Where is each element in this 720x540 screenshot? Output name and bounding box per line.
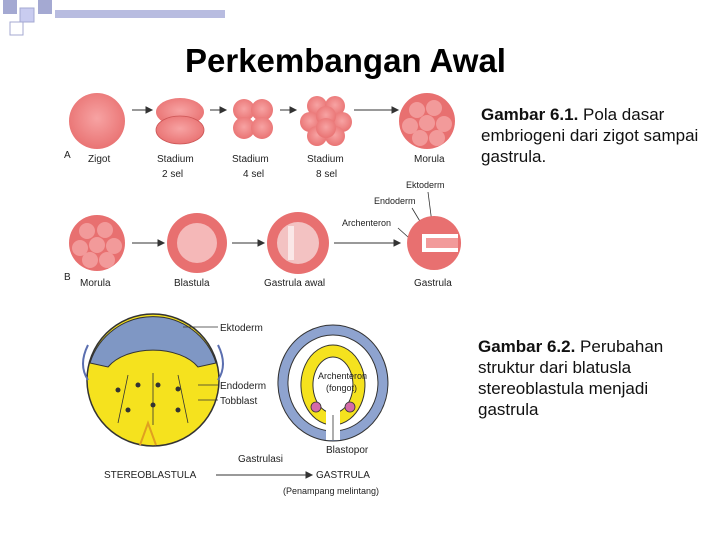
stereoblastula-drawing: [82, 313, 224, 447]
stage-label-zigot: Zigot: [88, 154, 110, 165]
corner-squares-decoration: [3, 0, 225, 36]
caption-figure-6-1: Gambar 6.1. Pola dasar embriogeni dari z…: [481, 104, 711, 167]
label-archenteron-sub: (fongot): [326, 383, 357, 393]
stadium-4-cell: [233, 99, 273, 139]
label-archenteron: Archenteron: [318, 371, 367, 381]
label-blastopor: Blastopor: [326, 445, 369, 456]
callout-ektoderm: Ektoderm: [406, 180, 445, 190]
stage-label-2: Stadium: [157, 154, 194, 165]
stage-label-blastula: Blastula: [174, 278, 210, 289]
stage-sub-4: 4 sel: [243, 169, 264, 180]
stage-label-morula-a: Morula: [414, 154, 445, 165]
label-gastrula-sub: (Penampang melintang): [283, 486, 379, 496]
zigot-cell: [69, 93, 125, 149]
gastrula-drawing: [277, 324, 389, 442]
blastula-cell: [167, 213, 227, 273]
gastrulation-figure: Ektoderm Endoderm Tobblast Gastrulasi Ar…: [82, 313, 389, 496]
label-stereoblastula: STEREOBLASTULA: [104, 470, 197, 481]
fig2-callout-lines: [183, 326, 334, 440]
caption-figure-6-2: Gambar 6.2. Perubahan struktur dari blat…: [478, 336, 708, 420]
embryogenesis-figure: A Zigot Stadium 2 sel Stadium 4 sel Stad…: [64, 93, 462, 289]
callout-archenteron: Archenteron: [342, 218, 391, 228]
morula-cell-a: [399, 93, 455, 149]
stage-label-gastrula: Gastrula: [414, 278, 452, 289]
row-a-letter: A: [64, 150, 71, 161]
page-title: Perkembangan Awal: [185, 42, 506, 79]
stage-transition-arrow: [216, 471, 314, 479]
stadium-2-cell: [155, 98, 205, 145]
caption-2-text: Perubahan struktur dari blatusla stereob…: [478, 337, 664, 419]
caption-2-label: Gambar 6.2.: [478, 337, 576, 356]
gastrula-awal-cell: [267, 212, 329, 274]
row-a-arrows: [132, 106, 400, 114]
label-gastrulasi: Gastrulasi: [238, 454, 283, 465]
label-endoderm: Endoderm: [220, 381, 266, 392]
stadium-8-cell: [300, 96, 352, 146]
caption-1-label: Gambar 6.1.: [481, 105, 579, 124]
caption-1-text: Pola dasar embriogeni dari zigot sampai …: [481, 105, 699, 166]
stage-label-gastrula-awal: Gastrula awal: [264, 278, 325, 289]
callout-endoderm: Endoderm: [374, 196, 416, 206]
label-ektoderm: Ektoderm: [220, 323, 263, 334]
stage-label-morula-b: Morula: [80, 278, 111, 289]
stage-sub-8: 8 sel: [316, 169, 337, 180]
morula-cell-b: [69, 215, 125, 271]
gastrula-cell: [407, 216, 462, 270]
label-gastrula: GASTRULA: [316, 470, 370, 481]
stage-label-8: Stadium: [307, 154, 344, 165]
stage-sub-2: 2 sel: [162, 169, 183, 180]
stage-label-4: Stadium: [232, 154, 269, 165]
row-b-arrows: [132, 239, 402, 247]
row-b-letter: B: [64, 272, 71, 283]
label-tobblast: Tobblast: [220, 396, 257, 407]
